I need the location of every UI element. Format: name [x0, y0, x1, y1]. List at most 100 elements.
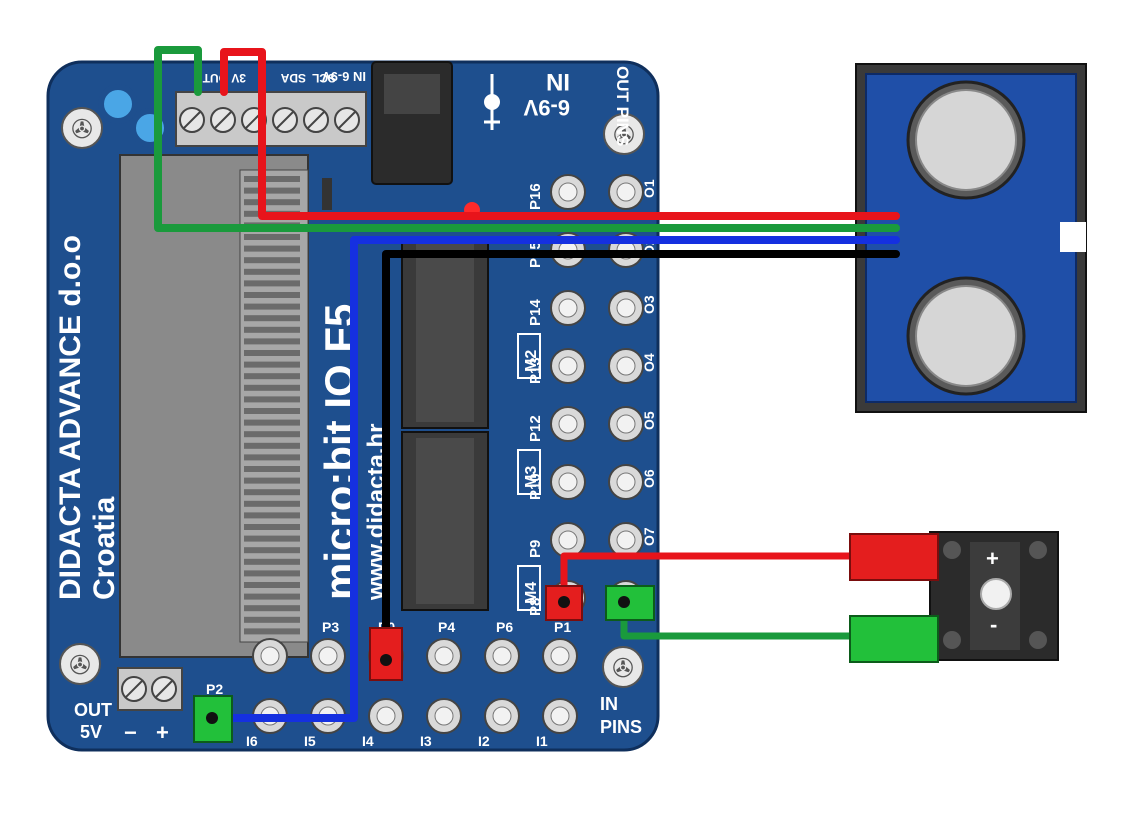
connector-p2-green: [193, 695, 233, 743]
header-pin-hole: [318, 646, 338, 666]
out-pins-label: OUT PINS: [613, 66, 632, 146]
connector-o8-green: [605, 585, 655, 621]
pin-label-p2: P2: [206, 681, 223, 697]
ic-chip-1: [401, 237, 489, 429]
connector-p0-red: [369, 627, 403, 681]
led-minus-label: -: [990, 612, 997, 637]
edge-connector-slot: [244, 628, 300, 635]
pin-label-i5: I5: [304, 733, 316, 749]
header-pin-hole: [492, 646, 512, 666]
diode: [322, 178, 332, 210]
edge-connector-slot: [244, 466, 300, 472]
pin-label-o6: O6: [641, 469, 657, 488]
edge-connector-slot: [244, 442, 300, 449]
terminal-screw-slot: [183, 111, 201, 129]
out-5v-minus: −: [124, 720, 137, 745]
header-pin-hole: [558, 356, 578, 376]
power-symbol-icon: [484, 74, 500, 130]
svg-text:✇: ✇: [613, 121, 635, 151]
screw-bottom-left: ✇: [59, 643, 101, 685]
motor-label-m2: M2: [523, 350, 540, 372]
terminal-screw-slot: [214, 111, 232, 129]
header-pin-hole: [558, 472, 578, 492]
pin-label-p16: P16: [527, 183, 544, 210]
edge-connector-slot: [244, 431, 300, 438]
edge-connector-slot: [244, 512, 300, 519]
pin-label-p10: P10: [527, 473, 544, 500]
pin-label-o1: O1: [641, 179, 657, 198]
terminal-screw-slot: [307, 111, 325, 129]
wire-blue-sensor: [208, 236, 900, 722]
top-terminal-block: [175, 91, 367, 147]
edge-connector-slot: [244, 292, 300, 298]
out-5v-terminal: [117, 667, 183, 711]
header-pin-hole: [616, 414, 636, 434]
screw-top-left: ✇: [61, 107, 103, 149]
edge-connector-slot: [244, 582, 300, 588]
edge-connector-slot: [244, 396, 300, 403]
motor-label-m4: M4: [523, 582, 540, 604]
connector-p1-red: [545, 585, 583, 621]
header-pin-hole: [558, 414, 578, 434]
motor-label-m3: M3: [523, 466, 540, 488]
in-pins-label-1: IN: [600, 694, 618, 714]
pin-label-o5: O5: [641, 411, 657, 430]
edge-connector-slot: [244, 524, 300, 530]
edge-connector-slot: [244, 361, 300, 368]
svg-text:✇: ✇: [612, 654, 634, 684]
header-pin-hole: [616, 298, 636, 318]
header-pin-hole: [616, 530, 636, 550]
edge-connector-slot: [244, 547, 300, 554]
screw-bottom-right: ✇: [602, 646, 644, 688]
power-in-big-label: IN: [546, 68, 570, 95]
header-pin-hole: [616, 182, 636, 202]
header-pin-hole: [558, 298, 578, 318]
pin-label-i3: I3: [420, 733, 432, 749]
edge-connector-slot: [244, 315, 300, 322]
pin-label-p6: P6: [496, 619, 513, 635]
edge-connector-slot: [244, 454, 300, 461]
edge-connector-slot: [244, 408, 300, 414]
pin-label-i2: I2: [478, 733, 490, 749]
motor-label-box: [517, 565, 541, 611]
pin-label-i1: I1: [536, 733, 548, 749]
edge-connector-slot: [244, 535, 300, 542]
wire-red-sensor: [220, 48, 900, 220]
edge-connector-slot: [244, 303, 300, 310]
edge-connector-slot: [244, 176, 300, 182]
header-pin-hole: [558, 182, 578, 202]
out-5v-label-1: OUT: [74, 700, 112, 720]
pin-label-p12: P12: [527, 415, 544, 442]
dc-jack: [371, 61, 453, 185]
edge-connector-slot: [244, 326, 300, 333]
edge-connector-slot: [244, 373, 300, 380]
motor-label-box: [517, 449, 541, 495]
pin-label-o3: O3: [641, 295, 657, 314]
pin-label-o4: O4: [641, 353, 657, 372]
wire-black-sensor: [382, 250, 900, 664]
edge-connector: [119, 154, 309, 658]
sensor-transducer-bottom: [906, 276, 1026, 396]
edge-connector-slot: [244, 187, 300, 194]
capacitor-1: [98, 84, 138, 124]
edge-connector-slot: [244, 593, 300, 600]
terminal-screw-slot: [276, 111, 294, 129]
company-country: Croatia: [88, 496, 121, 600]
terminal-label: SCL: [312, 71, 336, 85]
pin-label-p4: P4: [438, 619, 455, 635]
terminal-label: SDA: [280, 71, 306, 85]
led-plus-label: +: [986, 546, 999, 571]
edge-connector-slot: [244, 558, 300, 565]
pin-label-p1: P1: [554, 619, 571, 635]
pin-label-o7: O7: [641, 527, 657, 546]
pin-label-i6: I6: [246, 733, 258, 749]
led-connector-green: [849, 615, 939, 663]
edge-connector-slot: [244, 245, 300, 252]
header-pin-hole: [616, 472, 636, 492]
header-pin-hole: [558, 530, 578, 550]
edge-connector-slot: [244, 338, 300, 345]
ic-chip-2: [401, 431, 489, 611]
header-pin-hole: [376, 706, 396, 726]
edge-connector-slot: [244, 616, 300, 623]
pin-label-p3: P3: [322, 619, 339, 635]
